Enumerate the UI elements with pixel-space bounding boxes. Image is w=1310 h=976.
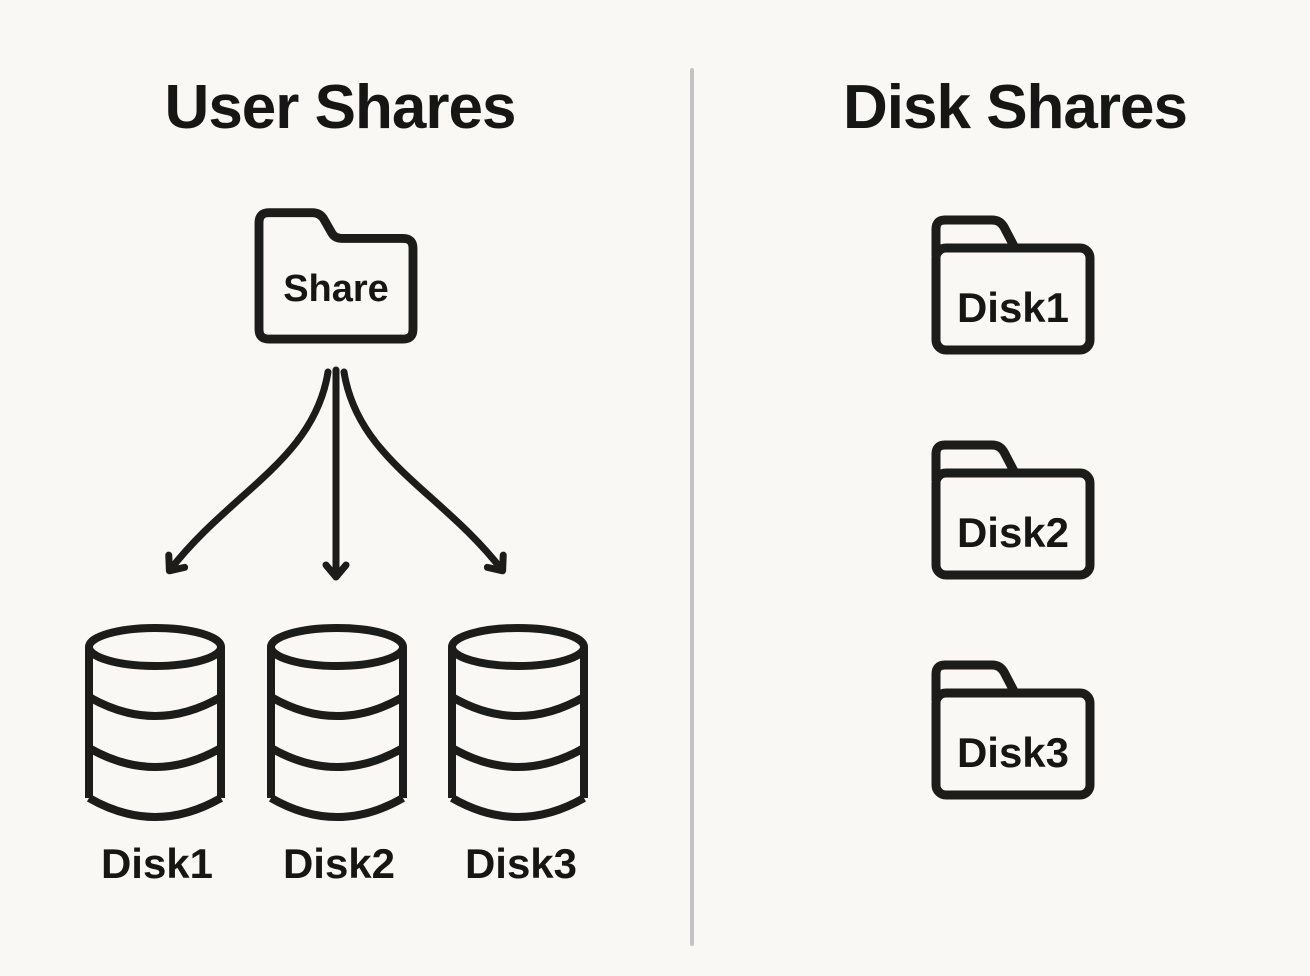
disk2-label: Disk2 bbox=[282, 840, 396, 887]
user-shares-title: User Shares bbox=[164, 73, 517, 142]
share-folder-label: Share bbox=[283, 268, 389, 310]
disk3-label: Disk3 bbox=[464, 840, 578, 887]
disk2-cylinder-icon bbox=[262, 620, 412, 825]
arrow-to-disk3 bbox=[340, 368, 507, 575]
branch-arrows bbox=[165, 366, 507, 581]
folder-icon bbox=[928, 643, 1098, 803]
disk2-folder: Disk2 bbox=[928, 423, 1098, 583]
disk3-cylinder-icon bbox=[443, 620, 593, 825]
folder-icon bbox=[928, 423, 1098, 583]
panel-divider bbox=[690, 68, 694, 946]
arrow-to-disk1 bbox=[165, 368, 332, 575]
disk3-folder-label: Disk3 bbox=[956, 729, 1070, 776]
share-folder: Share bbox=[252, 193, 420, 346]
disk-shares-title: Disk Shares bbox=[843, 73, 1188, 142]
user-shares-panel: User Shares Share Disk1 Disk2 Disk3 bbox=[0, 73, 693, 887]
disk1-cylinder-icon bbox=[80, 620, 230, 825]
disk3-folder: Disk3 bbox=[928, 643, 1098, 803]
folder-icon bbox=[928, 198, 1098, 358]
disk1-label: Disk1 bbox=[100, 840, 214, 887]
disk2-folder-label: Disk2 bbox=[956, 509, 1070, 556]
disk1-folder-label: Disk1 bbox=[956, 284, 1070, 331]
disk-shares-panel: Disk Shares Disk1 Disk2 Disk3 bbox=[693, 0, 1310, 976]
disk1-folder: Disk1 bbox=[928, 198, 1098, 358]
